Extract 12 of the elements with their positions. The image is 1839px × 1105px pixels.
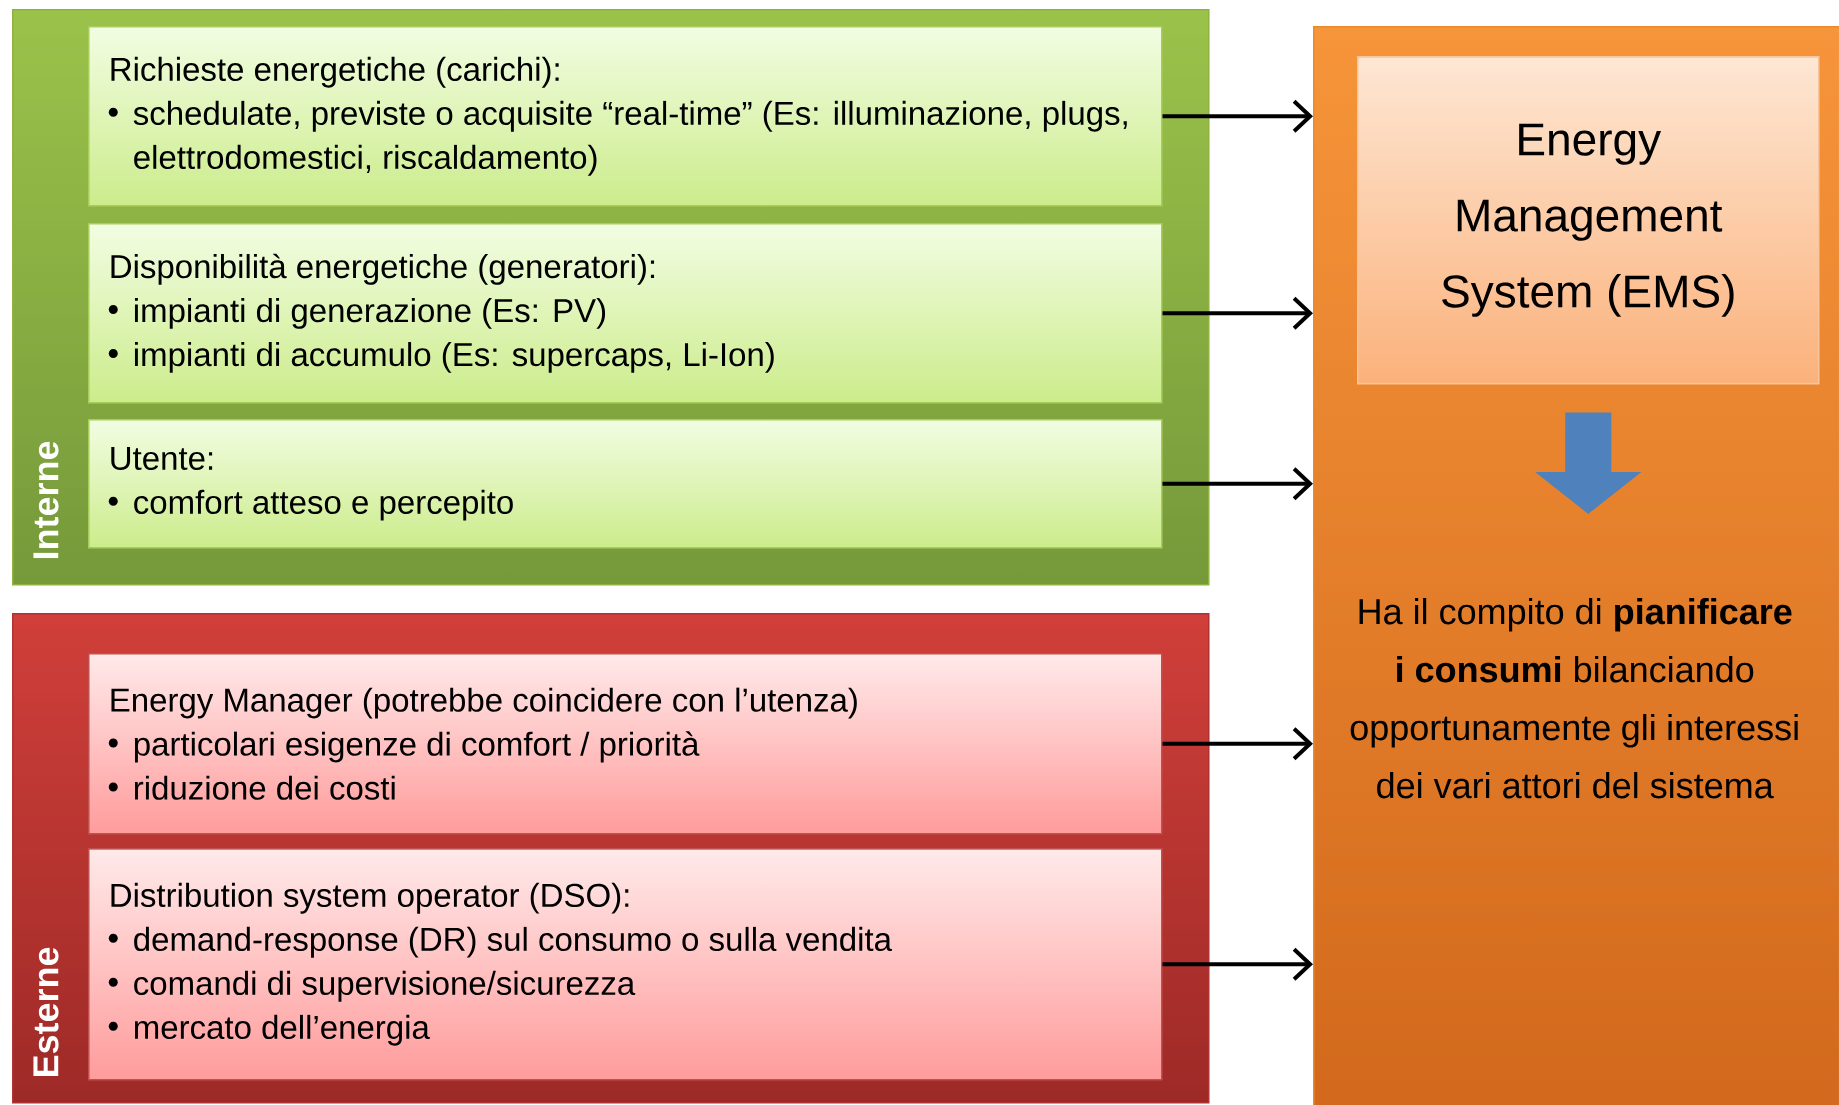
list-box: Utente: comfort atteso e percepito [88, 419, 1163, 549]
arrow [1162, 727, 1313, 761]
arrow [1162, 467, 1313, 501]
list-box: Energy Manager (potrebbe coincidere con l’utenza) particolari esigenze di comfort / priorità riduzione dei costi [88, 653, 1163, 835]
arrow [1162, 947, 1313, 981]
arrow [1162, 296, 1313, 330]
title-box: Energy Management System (EMS) [1357, 56, 1820, 385]
arrow [1162, 99, 1313, 133]
list-box: Distribution system operator (DSO): demand-response (DR) sul consumo o sulla vendita comandi di supervisione/sicurezza mercato dell’energia [88, 848, 1163, 1081]
description-text: Ha il compito di pianificare i consumi bilanciando opportunamente gli interessi dei vari attori del sistema [1350, 598, 1798, 799]
list-box: Richieste energetiche (carichi): schedulate, previste o acquisite “real-time” (Es: illuminazione, plugs, elettrodomestici, riscaldamento) [88, 26, 1163, 207]
list-box: Disponibilità energetiche (generatori): impianti di generazione (Es: PV) impianti di accumulo (Es: supercaps, Li-Ion) [88, 223, 1163, 404]
